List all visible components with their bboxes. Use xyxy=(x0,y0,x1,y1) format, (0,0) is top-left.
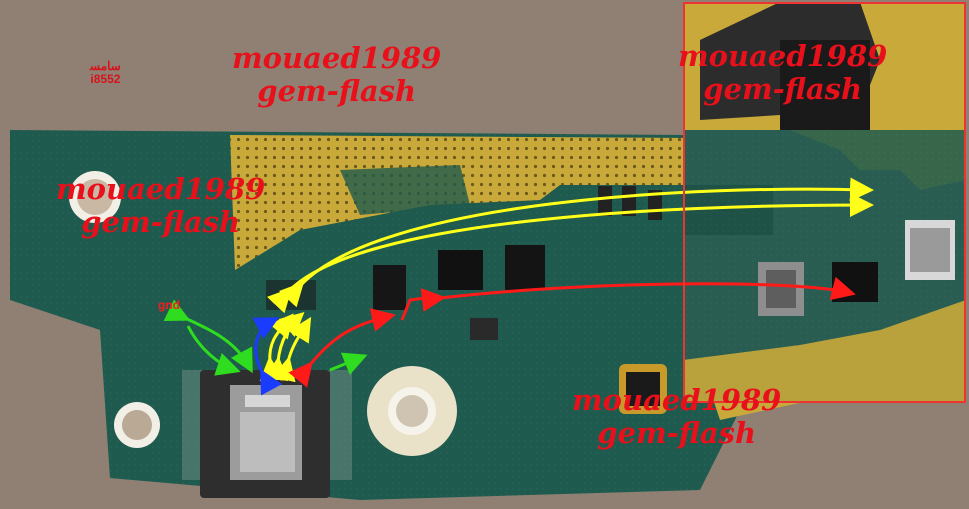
watermark-line1: mouaed1989 xyxy=(678,39,888,73)
phone-model-label: ﺳﺎﻣﺴ i8552 xyxy=(90,60,121,86)
watermark-line2: gem-flash xyxy=(703,72,863,106)
watermark-top-center: mouaed1989 gem-flash xyxy=(232,42,441,108)
zoom-inset-frame xyxy=(683,2,966,403)
watermark-line1: mouaed1989 xyxy=(232,41,442,75)
watermark-left: mouaed1989 gem-flash xyxy=(56,173,265,239)
watermark-line1: mouaed1989 xyxy=(56,172,266,206)
watermark-bottom-right: mouaed1989 gem-flash xyxy=(572,384,781,450)
watermark-top-right: mouaed1989 gem-flash xyxy=(678,40,887,106)
model-arabic: ﺳﺎﻣﺴ xyxy=(90,59,121,73)
ic-pmic xyxy=(438,250,483,290)
model-number: i8552 xyxy=(90,72,121,86)
gnd-label: gnd xyxy=(158,298,180,312)
watermark-line2: gem-flash xyxy=(257,74,417,108)
watermark-line2: gem-flash xyxy=(81,205,241,239)
watermark-line1: mouaed1989 xyxy=(572,383,782,417)
watermark-line2: gem-flash xyxy=(597,416,757,450)
